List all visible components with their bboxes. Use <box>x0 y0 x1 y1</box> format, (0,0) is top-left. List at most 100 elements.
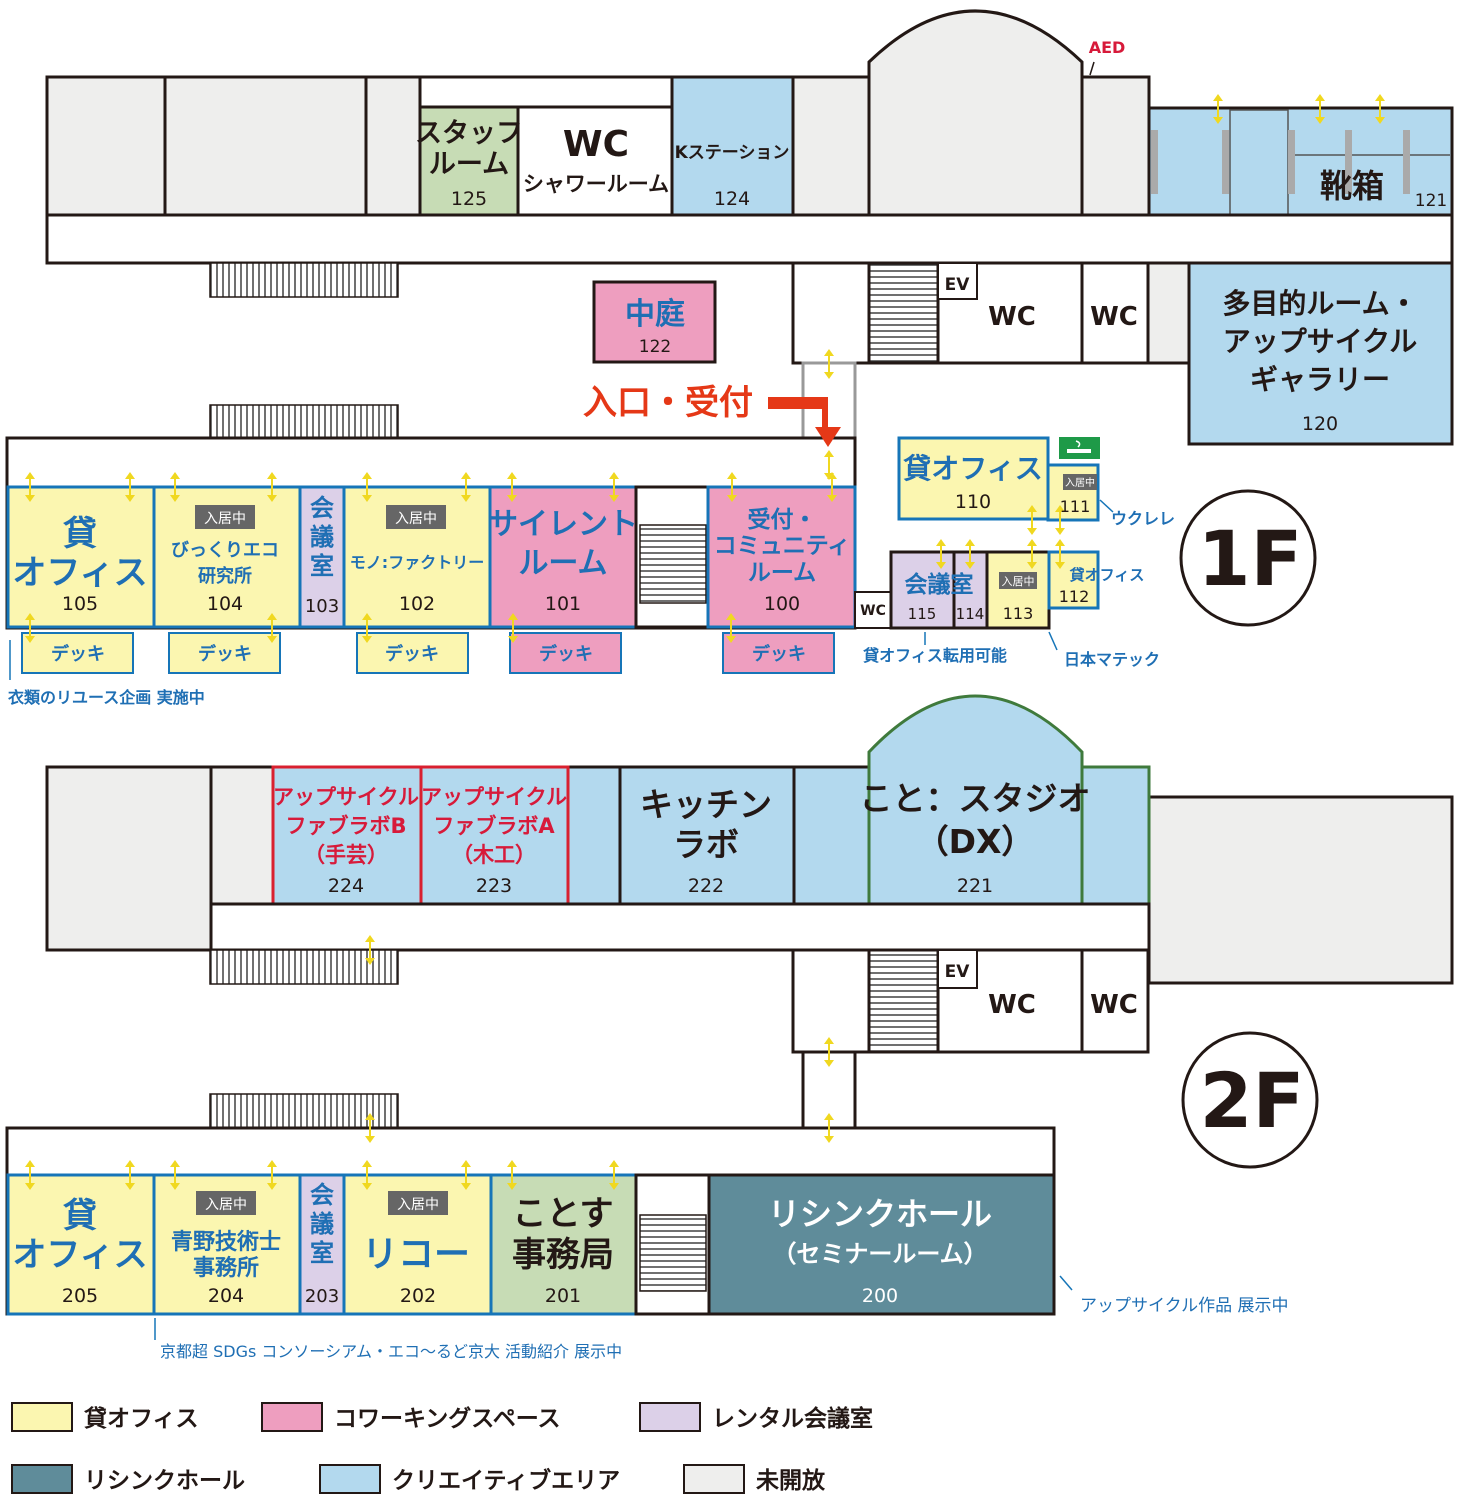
room-222-number: 222 <box>688 875 724 897</box>
wc-small[interactable] <box>854 591 892 629</box>
room-202-label: リコー <box>362 1234 470 1275</box>
door-arrow-icon <box>1375 117 1385 124</box>
room-101-label: サイレント <box>488 507 638 542</box>
room-120[interactable] <box>1187 261 1454 446</box>
legend-swatch <box>683 1464 745 1494</box>
floor-badge-2f <box>1181 1031 1319 1169</box>
deck-2[interactable] <box>168 632 281 674</box>
leader-lines <box>9 61 1114 1340</box>
room-223[interactable] <box>419 765 570 906</box>
room-115-label: 会議室 <box>905 571 974 598</box>
door-arrow-icon <box>170 1183 180 1190</box>
door-arrow-icon <box>824 372 834 379</box>
stairs <box>209 949 399 985</box>
door-arrow-icon <box>609 495 619 502</box>
elevator[interactable] <box>937 949 978 989</box>
ev-label: EV <box>945 275 971 295</box>
room-222-label: キッチン <box>640 785 772 824</box>
room-112-number: 112 <box>1059 587 1090 606</box>
door-arrow-icon <box>365 1136 375 1143</box>
door-arrow-icon <box>365 935 375 942</box>
room-103-label: 議 <box>310 523 334 551</box>
deck-5[interactable] <box>722 632 835 674</box>
room-201-label: ことす <box>513 1194 614 1234</box>
legend-label: クリエイティブエリア <box>392 1467 620 1494</box>
door-arrow-icon <box>1055 562 1065 569</box>
room-101-label: ルーム <box>518 546 607 581</box>
room-120-label: アップサイクル <box>1223 325 1418 358</box>
door-arrow-icon <box>267 636 277 643</box>
smoking-icon <box>1059 437 1100 459</box>
closed-area <box>1080 75 1151 217</box>
nihon-matec-annotation: 日本マテック <box>1064 650 1160 669</box>
door-arrow-icon <box>508 613 518 620</box>
room-112[interactable] <box>1047 550 1100 610</box>
room-121-label: 靴箱 <box>1320 167 1384 205</box>
deck-1[interactable] <box>21 632 134 674</box>
floor-1f <box>5 9 1454 674</box>
legend-label: コワーキングスペース <box>334 1405 561 1432</box>
wc-shower-room[interactable] <box>516 105 674 217</box>
elevator[interactable] <box>937 262 978 300</box>
room-224-label: ファブラボB <box>285 814 406 838</box>
room-122-label: 中庭 <box>625 297 685 332</box>
door-arrow-icon <box>1027 562 1037 569</box>
room-112-label: 貸オフィス <box>1070 566 1145 584</box>
room-113[interactable] <box>985 550 1051 630</box>
room-102[interactable] <box>342 485 492 629</box>
room-200-number: 200 <box>862 1285 898 1307</box>
closed-area <box>364 75 422 217</box>
closed-area <box>45 75 169 217</box>
corridor-1f-upper <box>45 213 1454 265</box>
stairs <box>867 948 940 1054</box>
room-223-label: ファブラボA <box>433 814 555 838</box>
stairs <box>639 1214 707 1292</box>
room-122[interactable] <box>592 280 717 364</box>
door-arrow-icon <box>170 472 180 479</box>
deck-4[interactable] <box>509 632 622 674</box>
room-204-number: 204 <box>208 1285 244 1307</box>
room-125-number: 125 <box>451 188 487 210</box>
deck-3[interactable] <box>356 632 469 674</box>
closed-area <box>163 75 370 217</box>
room-100-number: 100 <box>764 593 800 615</box>
door-arrow-icon <box>267 613 277 620</box>
room-224-label: （手芸） <box>304 843 388 867</box>
door-arrow-icon <box>507 472 517 479</box>
room-105[interactable] <box>6 485 156 629</box>
room-205-label: 貸 <box>63 1196 97 1236</box>
door-arrow-icon <box>25 472 35 479</box>
legend-label: レンタル会議室 <box>712 1405 873 1432</box>
room-221[interactable] <box>867 694 1084 906</box>
room-101-number: 101 <box>545 593 581 615</box>
room-100-label: コミュニティ <box>714 533 851 559</box>
room-120-label: ギャラリー <box>1250 363 1390 396</box>
door-arrow-icon <box>170 1160 180 1167</box>
room-110[interactable] <box>897 436 1050 521</box>
door-arrow-icon <box>362 1183 372 1190</box>
wc-2f-b[interactable] <box>1080 948 1150 1054</box>
door-arrow-icon <box>507 1183 517 1190</box>
room-102-number: 102 <box>399 593 435 615</box>
room-205[interactable] <box>6 1173 156 1316</box>
door-arrow-icon <box>1055 539 1065 546</box>
door-arrow-icon <box>727 472 737 479</box>
door-arrow-icon <box>1027 505 1037 512</box>
room-101[interactable] <box>488 485 638 629</box>
door-arrow-icon <box>824 1037 834 1044</box>
deck-label: デッキ <box>51 643 105 665</box>
door-arrow-icon <box>362 636 372 643</box>
room-103-label: 会 <box>310 494 334 522</box>
room-124-number: 124 <box>714 188 750 210</box>
door-arrow-icon <box>508 636 518 643</box>
occupied-badge <box>195 505 255 529</box>
door-arrow-icon <box>1055 505 1065 512</box>
room-100[interactable] <box>706 485 857 629</box>
sdgs-annotation: 京都超 SDGs コンソーシアム・エコ〜るど京大 活動紹介 展示中 <box>160 1342 622 1361</box>
shoe-shelf <box>1288 130 1295 194</box>
room-103-label: 室 <box>310 552 334 580</box>
room-200[interactable] <box>707 1173 1056 1316</box>
door-arrow-icon <box>965 562 975 569</box>
door-arrow-icon <box>25 495 35 502</box>
